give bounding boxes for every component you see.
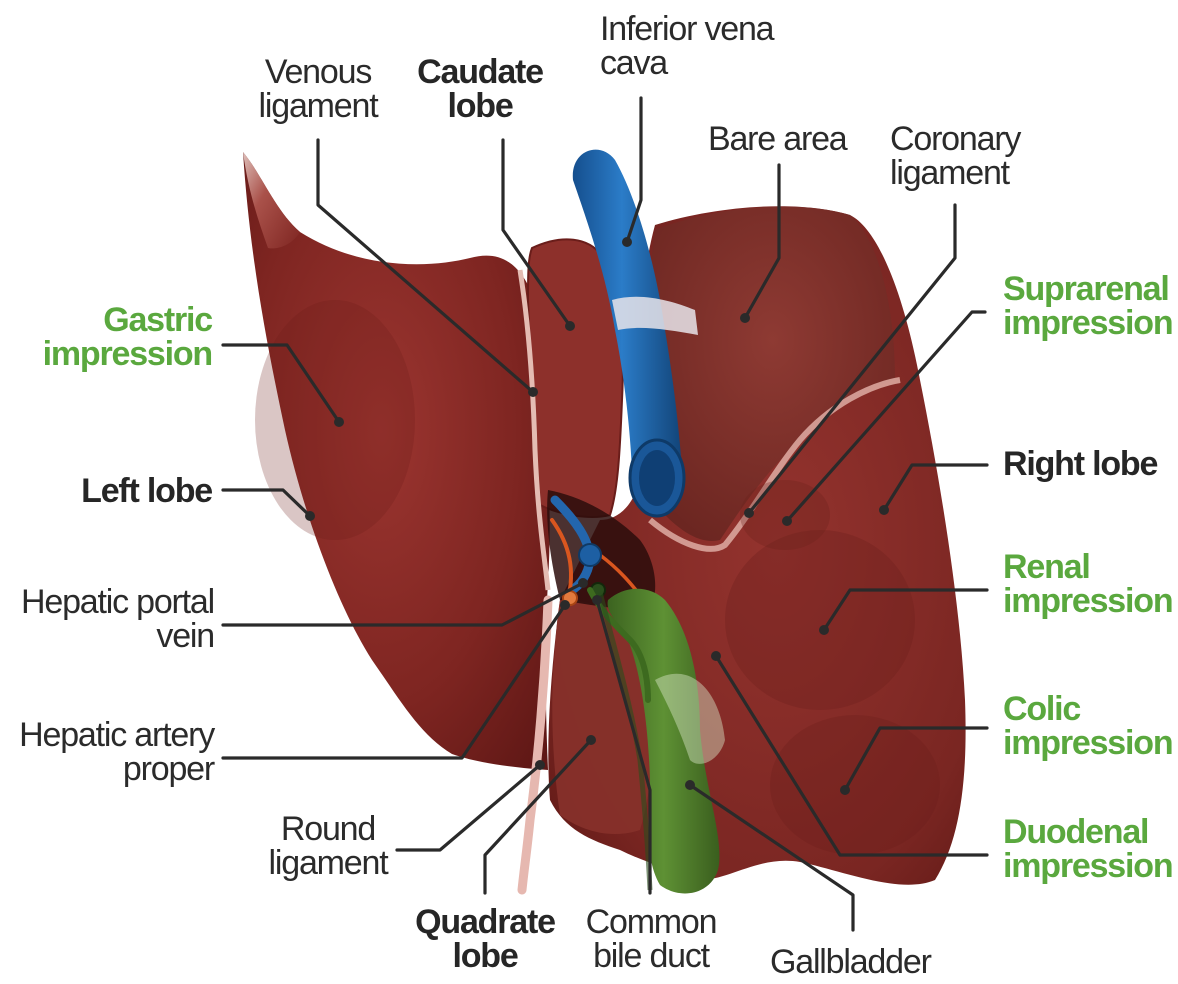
- leader-endpoint-dot: [535, 760, 545, 770]
- leader-endpoint-dot: [744, 508, 754, 518]
- label-gastric-impression: Gastric impression: [40, 303, 212, 371]
- leader-round-ligament: [397, 765, 540, 850]
- ivc-lumen: [639, 450, 675, 506]
- label-right-lobe: Right lobe: [1003, 447, 1157, 481]
- label-round-ligament: Round ligament: [258, 812, 398, 880]
- leader-endpoint-dot: [782, 516, 792, 526]
- label-colic-impression: Colic impression: [1003, 692, 1172, 760]
- leader-endpoint-dot: [586, 735, 596, 745]
- renal-impression-shade: [725, 530, 915, 710]
- label-renal-impression: Renal impression: [1003, 550, 1172, 618]
- leader-endpoint-dot: [305, 511, 315, 521]
- label-inferior-vena-cava: Inferior vena cava: [600, 12, 773, 80]
- leader-endpoint-dot: [334, 417, 344, 427]
- leader-endpoint-dot: [879, 505, 889, 515]
- label-duodenal-impression: Duodenal impression: [1003, 815, 1172, 883]
- label-hepatic-artery-proper: Hepatic artery proper: [4, 718, 214, 786]
- leader-endpoint-dot: [528, 387, 538, 397]
- portal-vein-cut: [579, 544, 601, 566]
- label-gallbladder: Gallbladder: [770, 945, 931, 979]
- leader-endpoint-dot: [622, 237, 632, 247]
- leader-endpoint-dot: [711, 651, 721, 661]
- label-coronary-ligament: Coronary ligament: [890, 122, 1020, 190]
- leader-endpoint-dot: [560, 600, 570, 610]
- leader-endpoint-dot: [578, 578, 588, 588]
- label-bare-area: Bare area: [708, 122, 847, 156]
- label-caudate-lobe: Caudate lobe: [412, 55, 548, 123]
- label-suprarenal-impression: Suprarenal impression: [1003, 272, 1172, 340]
- label-quadrate-lobe: Quadrate lobe: [410, 905, 560, 973]
- leader-endpoint-dot: [565, 321, 575, 331]
- label-common-bile-duct: Common bile duct: [578, 905, 724, 973]
- label-left-lobe: Left lobe: [40, 474, 212, 508]
- leader-endpoint-dot: [740, 313, 750, 323]
- leader-endpoint-dot: [819, 625, 829, 635]
- leader-endpoint-dot: [840, 785, 850, 795]
- leader-endpoint-dot: [592, 595, 602, 605]
- leader-endpoint-dot: [685, 780, 695, 790]
- label-venous-ligament: Venous ligament: [248, 55, 388, 123]
- label-hepatic-portal-vein: Hepatic portal vein: [4, 585, 214, 653]
